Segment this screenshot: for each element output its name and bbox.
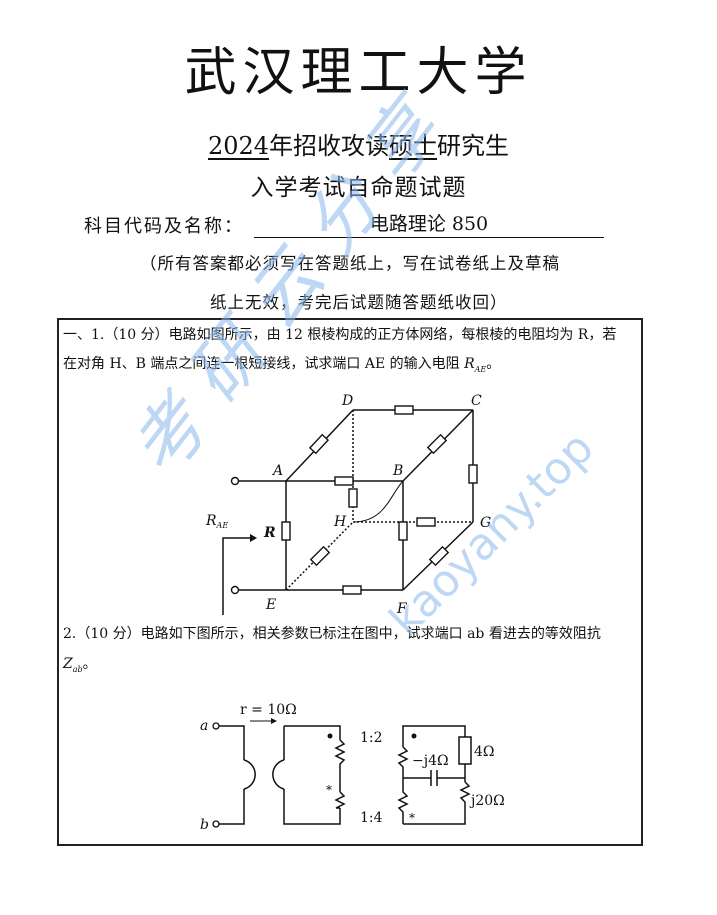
exam-year: 2024 (207, 132, 270, 160)
q2-text-line1: 2.（10 分）电路如下图所示，相关参数已标注在图中，试求端口 ab 看进去的等… (63, 620, 638, 649)
node-E: E (265, 597, 276, 613)
subject-label: 科目代码及名称： (84, 216, 244, 237)
ind-label: j20Ω (469, 793, 505, 809)
node-G: G (480, 515, 491, 531)
label-RAE: RAE (205, 513, 228, 530)
node-D: D (341, 393, 353, 409)
res-label: 4Ω (474, 744, 495, 760)
q1-points: （10 分） (104, 327, 169, 343)
q2-end: 。 (82, 656, 97, 672)
ratio-bottom: 1:4 (360, 810, 383, 826)
terminal-a: a (200, 718, 208, 734)
q2-number: 2. (63, 626, 77, 642)
q1-text-line2: 在对角 H、B 端点之间连一根短接线，试求端口 AE 的输入电阻 RAE。 (63, 350, 638, 384)
subject-row: 科目代码及名称： 电路理论 850 (84, 209, 604, 238)
exam-title-end: 研究生 (437, 132, 510, 160)
q2-body-1: 电路如下图所示，相关参数已标注在图中，试求端口 ab 看进去的等效阻抗 (140, 626, 601, 642)
node-H: H (333, 514, 347, 530)
node-A: A (271, 463, 283, 479)
q1-symbol: R (464, 356, 475, 372)
question-box (57, 318, 643, 846)
degree-type: 硕士 (389, 132, 438, 160)
node-F: F (396, 601, 408, 617)
gyrator-circuit-figure: a b r = 10Ω 1:2 1:4 −j4Ω 4Ω j20Ω * * (200, 702, 505, 833)
star-2: * (409, 811, 415, 825)
q2-points: （10 分） (76, 626, 141, 642)
terminal-b: b (200, 817, 209, 833)
university-title: 武汉理工大学 (184, 43, 533, 103)
cap-label: −j4Ω (412, 753, 449, 769)
subject-value: 电路理论 850 (254, 209, 604, 238)
cube-circuit-figure: D C A B H G E F R RAE (205, 393, 491, 617)
q1-body-1: 电路如图所示，由 12 根棱构成的正方体网络，每根棱的电阻均为 R，若 (168, 327, 617, 343)
q1-end: 。 (486, 356, 501, 372)
node-B: B (392, 463, 403, 479)
star-1: * (326, 783, 332, 797)
exam-title-mid: 年招收攻读 (269, 132, 390, 160)
exam-title-line2: 入学考试自命题试题 (250, 175, 467, 201)
q1-number: 一、1. (63, 327, 105, 343)
node-C: C (471, 393, 482, 409)
gyrator-label: r = 10Ω (240, 702, 297, 718)
q1-body-2: 在对角 H、B 端点之间连一根短接线，试求端口 AE 的输入电阻 (63, 356, 465, 372)
q1-text-line1: 一、1.（10 分）电路如图所示，由 12 根棱构成的正方体网络，每根棱的电阻均… (63, 321, 638, 350)
q2-symbol-sub: ab (72, 664, 83, 674)
q1-symbol-sub: AE (474, 364, 487, 374)
notice-line-1: （所有答案都必须写在答题纸上，写在试卷纸上及草稿 (140, 254, 560, 273)
ratio-top: 1:2 (360, 730, 383, 746)
q2-text-line2: Zab。 (63, 650, 638, 684)
q2-symbol: Z (63, 656, 73, 672)
exam-title-line1: 2024年招收攻读硕士研究生 (0, 126, 717, 161)
label-R: R (263, 525, 276, 541)
notice-line-2: 纸上无效，考完后试题随答题纸收回） (210, 293, 508, 312)
